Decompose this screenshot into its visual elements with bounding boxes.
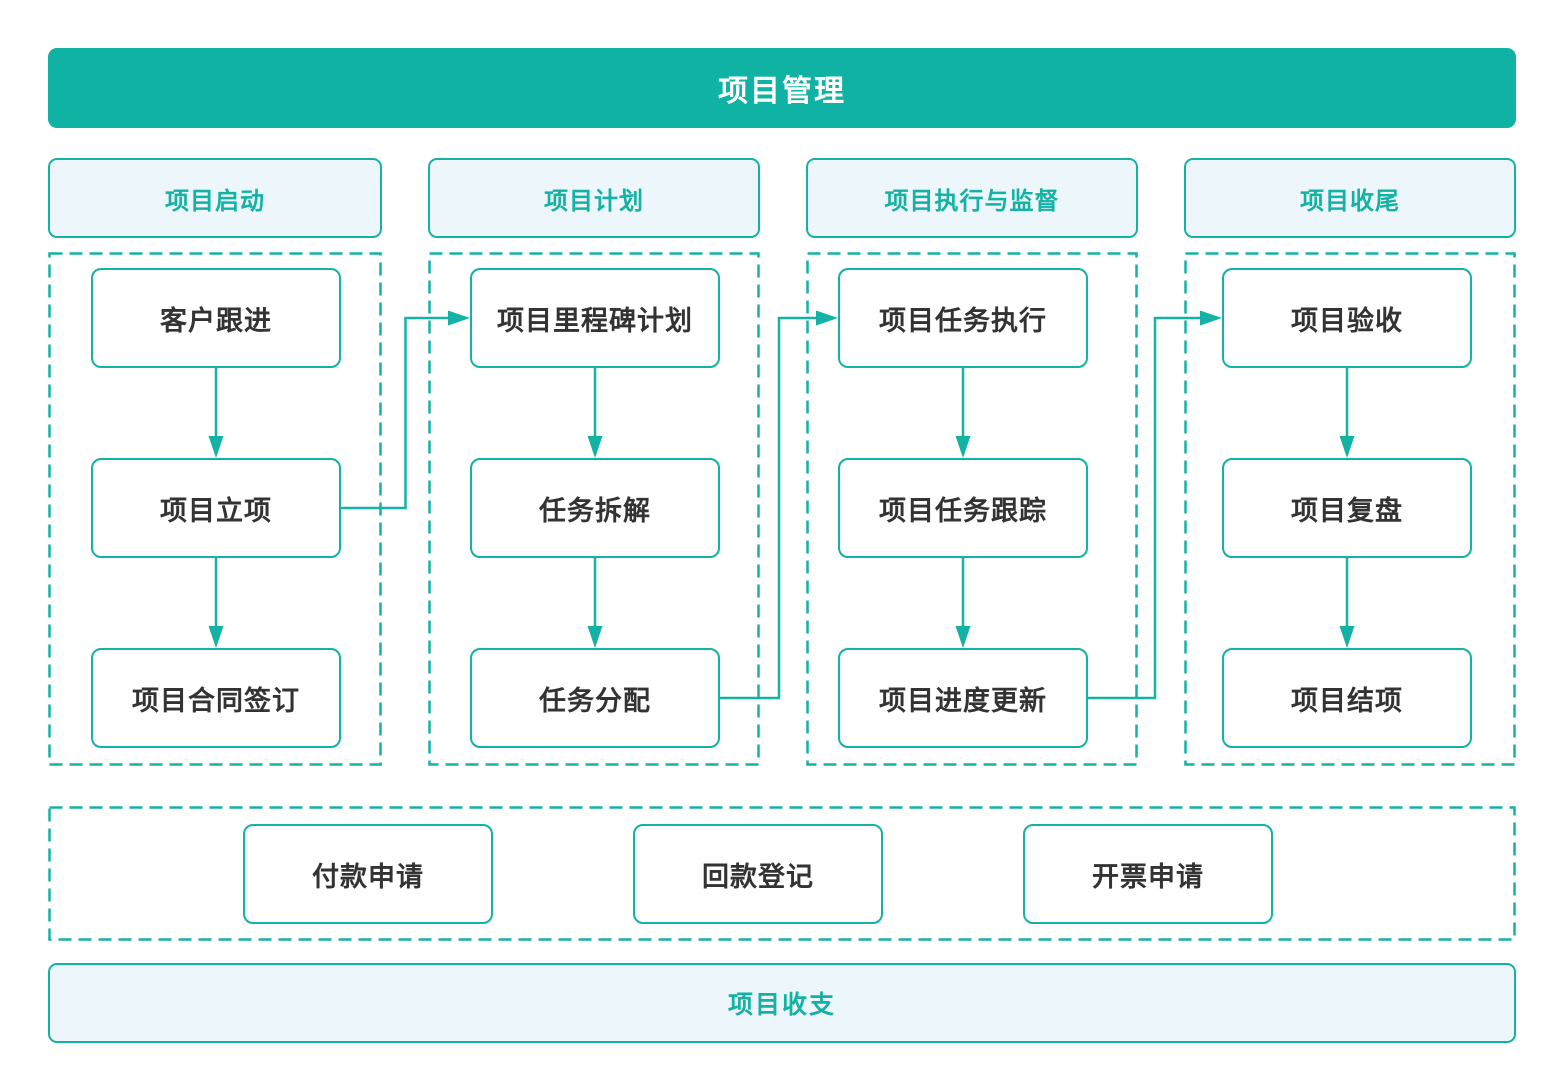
flow-node-milestone-plan: 项目里程碑计划: [470, 268, 720, 368]
lane-finance: [48, 806, 1516, 941]
node-label: 客户跟进: [160, 305, 272, 336]
footer-banner: 项目收支: [48, 963, 1516, 1043]
flow-node-task-assignment: 任务分配: [470, 648, 720, 748]
node-label: 付款申请: [312, 861, 424, 892]
flow-node-payment-collection: 回款登记: [633, 824, 883, 924]
node-label: 项目任务执行: [879, 305, 1047, 336]
node-label: 项目里程碑计划: [497, 305, 693, 336]
node-label: 项目合同签订: [132, 685, 300, 716]
lane-closing: [1184, 252, 1516, 766]
footer-label: 项目收支: [727, 991, 836, 1019]
flow-node-progress-update: 项目进度更新: [838, 648, 1088, 748]
node-label: 项目进度更新: [879, 685, 1047, 716]
column-header-label: 项目执行与监督: [884, 187, 1060, 215]
column-header-closing: 项目收尾: [1184, 158, 1516, 238]
node-label: 开票申请: [1092, 861, 1204, 892]
column-header-label: 项目计划: [544, 187, 644, 215]
node-label: 项目结项: [1291, 685, 1403, 716]
flow-node-customer-follow-up: 客户跟进: [91, 268, 341, 368]
node-label: 项目验收: [1291, 305, 1403, 336]
column-header-execution-monitoring: 项目执行与监督: [806, 158, 1138, 238]
lane-planning: [428, 252, 760, 766]
node-label: 任务拆解: [539, 495, 651, 526]
flow-node-project-acceptance: 项目验收: [1222, 268, 1472, 368]
diagram-title: 项目管理: [718, 75, 846, 108]
flow-node-invoice-request: 开票申请: [1023, 824, 1273, 924]
flow-node-project-closure: 项目结项: [1222, 648, 1472, 748]
lane-initiation: [48, 252, 382, 766]
node-label: 回款登记: [702, 861, 814, 892]
column-header-label: 项目启动: [165, 187, 265, 215]
column-header-planning: 项目计划: [428, 158, 760, 238]
flow-node-project-review: 项目复盘: [1222, 458, 1472, 558]
flow-node-contract-signing: 项目合同签订: [91, 648, 341, 748]
flow-node-project-approval: 项目立项: [91, 458, 341, 558]
flow-node-payment-request: 付款申请: [243, 824, 493, 924]
diagram-title-banner: 项目管理: [48, 48, 1516, 128]
node-label: 项目任务跟踪: [879, 495, 1047, 526]
node-label: 任务分配: [539, 685, 651, 716]
node-label: 项目立项: [160, 495, 272, 526]
node-label: 项目复盘: [1291, 495, 1403, 526]
column-header-initiation: 项目启动: [48, 158, 382, 238]
column-header-label: 项目收尾: [1300, 187, 1400, 215]
flow-node-task-execution: 项目任务执行: [838, 268, 1088, 368]
lane-execution-monitoring: [806, 252, 1138, 766]
flow-node-task-tracking: 项目任务跟踪: [838, 458, 1088, 558]
flow-node-task-breakdown: 任务拆解: [470, 458, 720, 558]
